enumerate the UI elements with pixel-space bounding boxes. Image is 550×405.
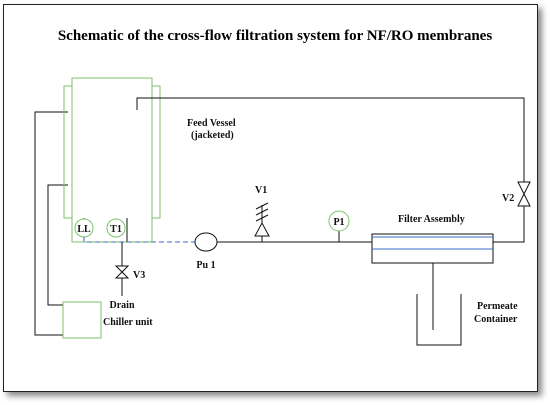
v1-spring-2	[255, 208, 269, 216]
permeate-container-sublabel: Container	[474, 314, 518, 325]
chiller-unit-label: Chiller unit	[103, 317, 153, 328]
valve-v3	[114, 265, 130, 279]
valve-v2	[517, 181, 531, 207]
permeate-container	[416, 294, 462, 346]
pressure-gauge	[328, 210, 350, 232]
diagram-title: Schematic of the cross-flow filtration s…	[58, 28, 493, 44]
cooling-line	[83, 237, 198, 243]
feed-vessel-sublabel: (jacketed)	[191, 130, 234, 141]
permeate-container-label: Permeate	[477, 301, 518, 312]
valve-v3-label: V3	[133, 270, 145, 281]
chiller-unit	[62, 301, 102, 339]
retentate-line	[493, 206, 525, 243]
pump-label: Pu 1	[196, 260, 215, 271]
retentate-return-line	[136, 97, 525, 182]
v1-spring-3	[255, 202, 269, 210]
filter-assembly-label: Filter Assembly	[398, 214, 465, 225]
temperature-sensor-label: T1	[110, 224, 122, 235]
valve-v2-label: V2	[502, 193, 514, 204]
drain-label: Drain	[110, 300, 135, 311]
chiller-supply-line	[47, 184, 68, 306]
feed-vessel	[71, 77, 153, 243]
temperature-sensor	[106, 218, 126, 238]
level-sensor-label: LL	[77, 224, 91, 235]
valve-v1-label: V1	[255, 185, 267, 196]
pressure-gauge-label: P1	[333, 217, 344, 228]
valve-v1	[254, 221, 270, 237]
chiller-return-line	[34, 111, 68, 336]
feed-vessel-label: Feed Vessel	[187, 118, 236, 129]
pump-pu1	[194, 232, 218, 252]
v1-spring-1	[255, 214, 269, 222]
